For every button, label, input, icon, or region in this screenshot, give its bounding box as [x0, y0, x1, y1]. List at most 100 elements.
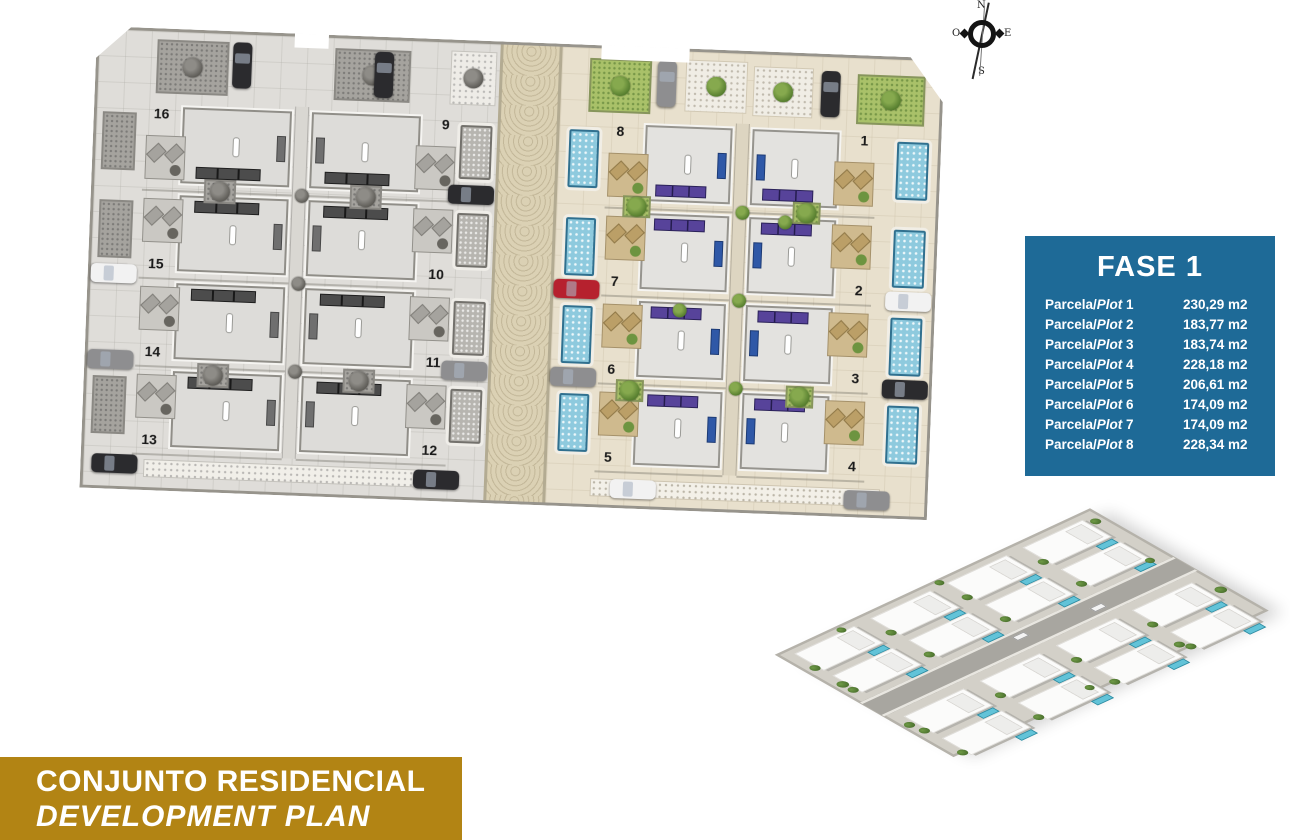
entry-door	[717, 153, 727, 179]
terrace	[824, 400, 866, 446]
sun-lounger	[835, 169, 856, 189]
skylight	[228, 225, 236, 245]
swimming-pool	[567, 129, 599, 188]
sun-lounger	[428, 305, 449, 325]
black-car	[91, 453, 138, 474]
plot-number: 12	[421, 441, 438, 459]
white-car	[609, 479, 656, 500]
terrace-bush	[433, 326, 444, 337]
3d-aerial-villas-render	[778, 508, 1290, 840]
skylight	[680, 242, 688, 262]
entry-door	[710, 329, 720, 355]
sun-lounger	[413, 216, 434, 236]
sun-lounger	[162, 206, 183, 226]
plot-label: Parcela/	[1045, 337, 1097, 352]
skylight	[225, 313, 233, 333]
entry-door	[746, 418, 756, 444]
plot-area-value: 183,77 m2	[1183, 317, 1248, 332]
plot-cell-3: 3	[740, 300, 871, 393]
black-car	[232, 42, 253, 89]
white-car	[885, 291, 932, 312]
sun-lounger	[621, 312, 642, 332]
sun-lounger	[829, 320, 850, 340]
plot-number: 6	[607, 360, 616, 378]
compass-rose-icon: N E S O	[950, 0, 1014, 82]
plan-entrance-notch	[294, 33, 329, 48]
terrace	[412, 208, 454, 254]
plot-label: Plot	[1096, 437, 1123, 452]
plot-cell-6: 6	[598, 294, 729, 387]
skylight	[222, 401, 230, 421]
entry-door	[266, 400, 276, 426]
phase-panel-title: FASE 1	[1097, 251, 1203, 283]
solar-panels	[647, 394, 699, 408]
compass-north-label: N	[977, 0, 986, 11]
skylight	[683, 155, 691, 175]
swimming-pool	[888, 318, 922, 377]
sun-lounger	[627, 161, 648, 181]
render-tree	[1211, 585, 1230, 595]
lawn-square	[622, 195, 651, 218]
sun-lounger	[609, 160, 630, 180]
render-plate	[780, 511, 1267, 757]
sun-lounger	[603, 311, 624, 331]
gravel-square	[334, 48, 412, 103]
sun-lounger	[624, 224, 645, 244]
solar-panels	[319, 294, 385, 308]
black-car	[448, 184, 495, 205]
tree-icon	[789, 387, 810, 408]
gravel-square	[196, 363, 229, 388]
gravel-square	[342, 369, 375, 394]
villa-footprint	[633, 389, 723, 468]
terrace	[605, 216, 647, 262]
skylight	[677, 330, 685, 350]
entry-door	[707, 417, 717, 443]
terrace-bush	[430, 414, 441, 425]
plot-number: 16	[153, 105, 170, 122]
plot-label: Plot	[1096, 377, 1123, 392]
gravel-square	[752, 66, 814, 118]
villa-footprint	[180, 107, 292, 187]
terrace-bush	[856, 254, 867, 265]
plot-number: 11	[425, 353, 441, 371]
gravel-square	[101, 111, 137, 170]
villa-footprint	[750, 129, 840, 208]
solar-panels	[757, 310, 809, 324]
tree-icon	[202, 365, 223, 386]
tree-icon	[773, 82, 794, 103]
terrace	[139, 286, 181, 332]
sun-lounger	[825, 408, 846, 428]
gray-car	[87, 349, 134, 370]
solar-panels	[655, 184, 707, 198]
plot-cell-2: 2	[743, 212, 874, 305]
plot-number: 4	[847, 458, 857, 475]
plot-number: 2	[854, 282, 863, 299]
sun-lounger	[606, 223, 627, 243]
terrace	[135, 374, 177, 420]
swimming-pool	[885, 406, 919, 465]
entry-door	[305, 401, 315, 427]
skylight	[673, 418, 681, 438]
skylight	[232, 137, 240, 157]
white-car	[90, 263, 137, 284]
terrace-bush	[858, 191, 869, 202]
terrace	[830, 224, 872, 270]
compass-ring	[968, 20, 996, 48]
terrace-bush	[437, 238, 448, 249]
plot-label: 7	[1122, 417, 1134, 432]
black-car	[881, 379, 928, 400]
lawn-square	[856, 74, 926, 127]
lawn-square	[588, 58, 652, 114]
swimming-pool	[561, 305, 593, 364]
plot-label: Parcela/	[1045, 437, 1097, 452]
terrace-bush	[167, 228, 178, 239]
sun-lounger	[140, 293, 161, 313]
gravel-square	[455, 213, 489, 268]
